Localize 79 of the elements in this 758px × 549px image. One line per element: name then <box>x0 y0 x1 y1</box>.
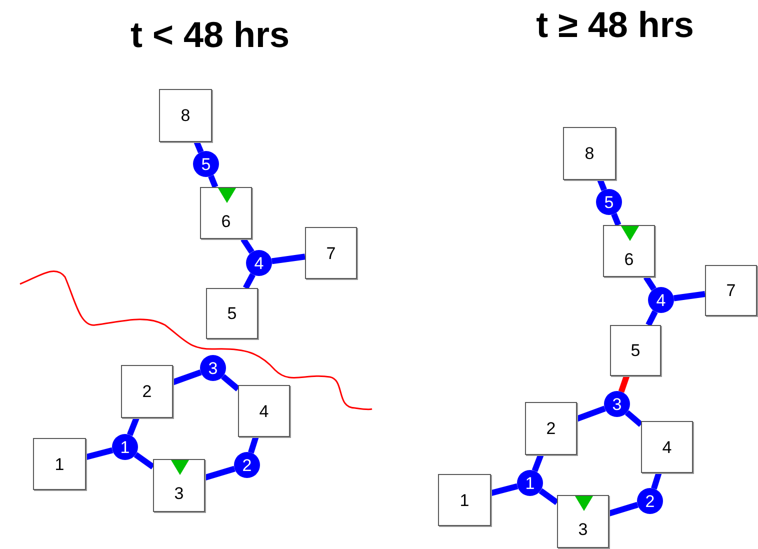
connector-line <box>221 374 240 392</box>
numbered-box <box>563 127 616 180</box>
node-number: 5 <box>630 342 640 359</box>
node-number: 5 <box>604 194 614 210</box>
numbered-box <box>557 495 609 548</box>
numbered-box <box>438 474 491 526</box>
numbered-box <box>610 325 661 376</box>
connector-line <box>248 436 259 454</box>
connector-line <box>490 483 518 496</box>
junction-circle <box>596 189 622 215</box>
junction-circle <box>604 391 630 417</box>
connector-line <box>643 275 656 291</box>
node-number: 2 <box>142 383 152 400</box>
junction-circle <box>193 151 219 177</box>
node-number: 3 <box>174 485 184 502</box>
connector-line <box>673 291 706 302</box>
node-number: 1 <box>460 492 470 508</box>
junction-circle <box>112 434 138 460</box>
connector-line <box>651 472 662 490</box>
junction-circle <box>517 470 543 496</box>
node-number: 1 <box>525 474 535 492</box>
connector-line <box>271 254 306 264</box>
connector-line <box>134 452 155 470</box>
junction-circle <box>246 250 272 276</box>
numbered-box <box>121 365 173 418</box>
connector-line <box>532 454 544 472</box>
connector-line <box>172 370 202 386</box>
connector-line <box>85 447 114 460</box>
junction-circle <box>200 355 226 381</box>
connector-line <box>204 466 236 481</box>
numbered-box <box>33 438 86 490</box>
connector-line <box>538 488 559 506</box>
numbered-box <box>603 225 655 277</box>
panel-title: t < 48 hrs <box>130 14 290 56</box>
connector-line <box>608 502 638 516</box>
numbered-box <box>525 402 577 455</box>
numbered-box <box>641 421 693 473</box>
node-number: 4 <box>662 438 672 456</box>
node-number: 3 <box>578 521 588 538</box>
node-number: 2 <box>645 492 655 510</box>
numbered-box <box>705 265 757 316</box>
node-number: 8 <box>584 145 594 162</box>
panel-title: t ≥ 48 hrs <box>536 4 694 46</box>
junction-circle <box>637 488 663 514</box>
node-number: 3 <box>208 360 218 376</box>
numbered-box <box>238 385 290 437</box>
junction-circle <box>648 287 674 313</box>
node-number: 2 <box>242 456 252 474</box>
node-number: 6 <box>221 212 231 230</box>
junction-circle <box>234 452 260 478</box>
node-number: 2 <box>546 420 556 437</box>
numbered-box <box>206 288 258 339</box>
connector-line <box>646 310 658 326</box>
node-number: 5 <box>227 305 237 322</box>
connector-line <box>127 416 140 436</box>
connector-line <box>611 212 622 226</box>
node-number: 6 <box>624 250 634 268</box>
connector-line <box>597 178 607 192</box>
connector-line <box>194 140 204 154</box>
connector-line <box>242 273 256 290</box>
node-number: 1 <box>120 438 130 456</box>
node-number: 3 <box>612 396 622 412</box>
node-number: 7 <box>726 282 736 299</box>
node-number: 5 <box>201 156 211 172</box>
node-number: 7 <box>326 244 336 262</box>
numbered-box <box>200 187 252 239</box>
node-number: 8 <box>180 107 190 124</box>
connector-line <box>208 174 218 188</box>
connector-line <box>240 237 254 254</box>
connector-line <box>618 375 630 393</box>
numbered-box <box>153 459 205 512</box>
node-number: 1 <box>54 456 64 472</box>
node-number: 4 <box>656 292 666 308</box>
node-number: 4 <box>259 402 269 420</box>
numbered-box <box>305 227 357 279</box>
connector-line <box>576 406 606 422</box>
numbered-box <box>159 89 212 142</box>
connector-line <box>624 410 643 427</box>
node-number: 4 <box>254 254 264 272</box>
